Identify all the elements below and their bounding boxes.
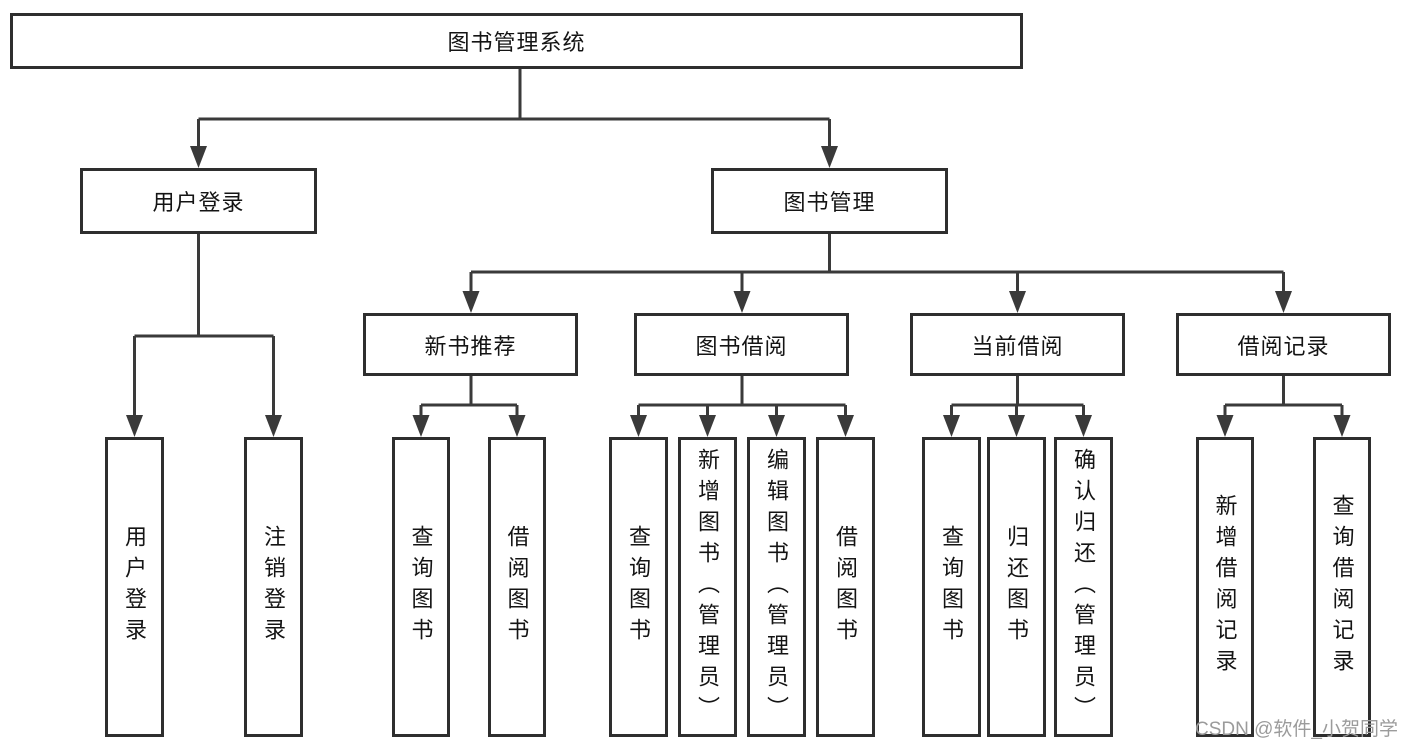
leaf-newbook-query-books-label: 查询图书 [408, 525, 434, 649]
leaf-records-query-record-label: 查询借阅记录 [1329, 494, 1355, 680]
leaf-logout-label: 注销登录 [261, 525, 287, 649]
tree-edges [133, 69, 1344, 416]
leaf-current-query-books: 查询图书 [922, 437, 981, 737]
leaf-borrowing-edit-books-admin: 编辑图书（管理员） [747, 437, 806, 737]
node-book-borrowing: 图书借阅 [634, 313, 849, 376]
leaf-borrowing-query-books: 查询图书 [609, 437, 668, 737]
leaf-current-confirm-return-admin-label: 确认归还（管理员） [1071, 447, 1097, 727]
leaf-records-query-record: 查询借阅记录 [1313, 437, 1371, 737]
leaf-borrowing-query-books-label: 查询图书 [626, 525, 652, 649]
node-book-management-label: 图书管理 [783, 190, 876, 215]
leaf-borrowing-borrow-books-label: 借阅图书 [833, 525, 859, 649]
leaf-borrowing-edit-books-admin-label: 编辑图书（管理员） [764, 447, 790, 727]
leaf-user-login: 用户登录 [105, 437, 164, 737]
leaf-current-return-books: 归还图书 [987, 437, 1046, 737]
node-book-borrowing-label: 图书借阅 [695, 333, 788, 359]
leaf-current-confirm-return-admin: 确认归还（管理员） [1054, 437, 1113, 737]
leaf-current-return-books-label: 归还图书 [1004, 525, 1030, 649]
node-book-management: 图书管理 [711, 168, 948, 234]
leaf-borrowing-add-books-admin-label: 新增图书（管理员） [695, 447, 721, 727]
csdn-watermark: CSDN @软件_小贺同学 [1195, 719, 1398, 740]
node-user-login-label: 用户登录 [152, 190, 245, 215]
arrowheads [126, 146, 1351, 437]
leaf-current-query-books-label: 查询图书 [939, 525, 965, 649]
node-root-label: 图书管理系统 [447, 30, 586, 55]
node-borrowing-records: 借阅记录 [1176, 313, 1391, 376]
leaf-newbook-query-books: 查询图书 [392, 437, 450, 737]
leaf-records-add-record: 新增借阅记录 [1196, 437, 1254, 737]
node-new-book-recommend-label: 新书推荐 [424, 333, 517, 359]
leaf-records-add-record-label: 新增借阅记录 [1212, 494, 1238, 680]
leaf-newbook-borrow-books: 借阅图书 [488, 437, 546, 737]
leaf-logout: 注销登录 [244, 437, 303, 737]
leaf-user-login-label: 用户登录 [122, 525, 148, 649]
leaf-borrowing-borrow-books: 借阅图书 [816, 437, 875, 737]
node-borrowing-records-label: 借阅记录 [1237, 333, 1330, 359]
node-user-login: 用户登录 [80, 168, 317, 234]
leaf-borrowing-add-books-admin: 新增图书（管理员） [678, 437, 737, 737]
node-new-book-recommend: 新书推荐 [363, 313, 578, 376]
node-current-borrowing-label: 当前借阅 [971, 333, 1064, 359]
node-root: 图书管理系统 [10, 13, 1023, 69]
node-current-borrowing: 当前借阅 [910, 313, 1125, 376]
leaf-newbook-borrow-books-label: 借阅图书 [504, 525, 530, 649]
